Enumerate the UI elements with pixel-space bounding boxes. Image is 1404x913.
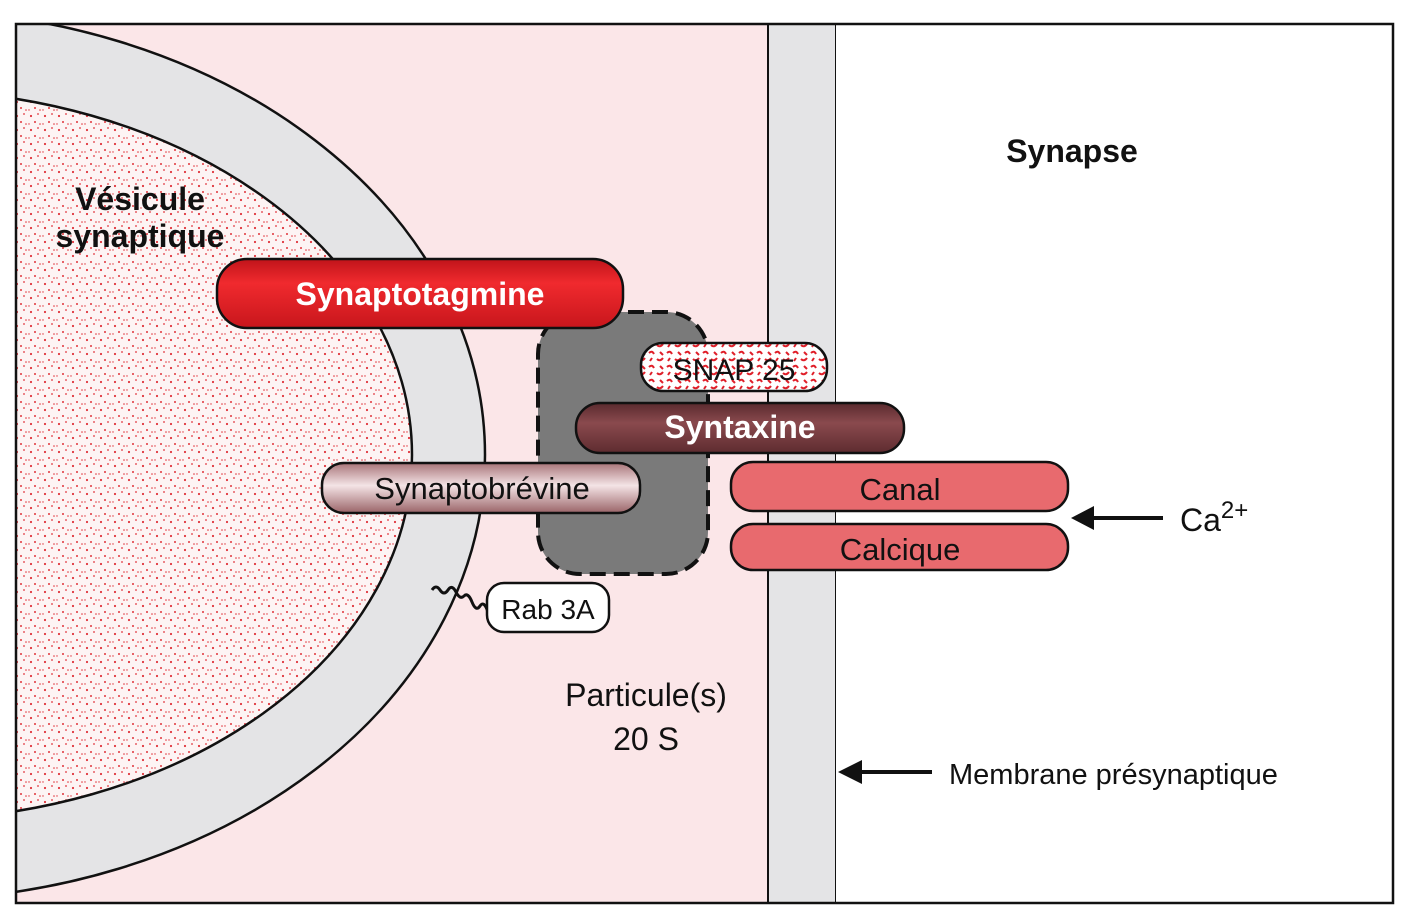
canal-label: Canal bbox=[860, 472, 941, 507]
synapse-label: Synapse bbox=[1006, 133, 1138, 169]
syntaxine-protein bbox=[574, 401, 906, 455]
membrane-label: Membrane présynaptique bbox=[949, 759, 1278, 791]
rab3a-anchor-squiggle bbox=[430, 585, 497, 618]
particle-label-line1: Particule(s) bbox=[565, 677, 727, 713]
calcium-charge: 2+ bbox=[1221, 497, 1248, 524]
snap25-label: SNAP 25 bbox=[673, 354, 796, 387]
calcium-arrow-icon bbox=[1071, 506, 1094, 530]
synaptotagmine-protein bbox=[215, 257, 625, 330]
rab3a-protein bbox=[485, 581, 611, 634]
rab3a-label: Rab 3A bbox=[501, 594, 595, 625]
calcium-channel-lower bbox=[729, 522, 1070, 572]
diagram-frame bbox=[14, 22, 1395, 905]
syntaxine-label: Syntaxine bbox=[664, 409, 815, 445]
vesicle-label-line2: synaptique bbox=[56, 218, 225, 254]
snap25-protein bbox=[639, 341, 829, 393]
calcique-label: Calcique bbox=[840, 532, 961, 567]
calcium-channel-upper bbox=[729, 460, 1070, 513]
synaptobrevine-label: Synaptobrévine bbox=[374, 471, 589, 506]
synaptotagmine-label: Synaptotagmine bbox=[296, 276, 545, 312]
vesicle-label-line1: Vésicule bbox=[75, 181, 205, 217]
particle-label-line2: 20 S bbox=[613, 721, 679, 757]
calcium-symbol: Ca bbox=[1180, 502, 1221, 538]
membrane-arrow-icon bbox=[838, 760, 862, 784]
calcium-ion-label: Ca2+ bbox=[1180, 497, 1248, 538]
synaptobrevine-protein bbox=[320, 461, 642, 515]
